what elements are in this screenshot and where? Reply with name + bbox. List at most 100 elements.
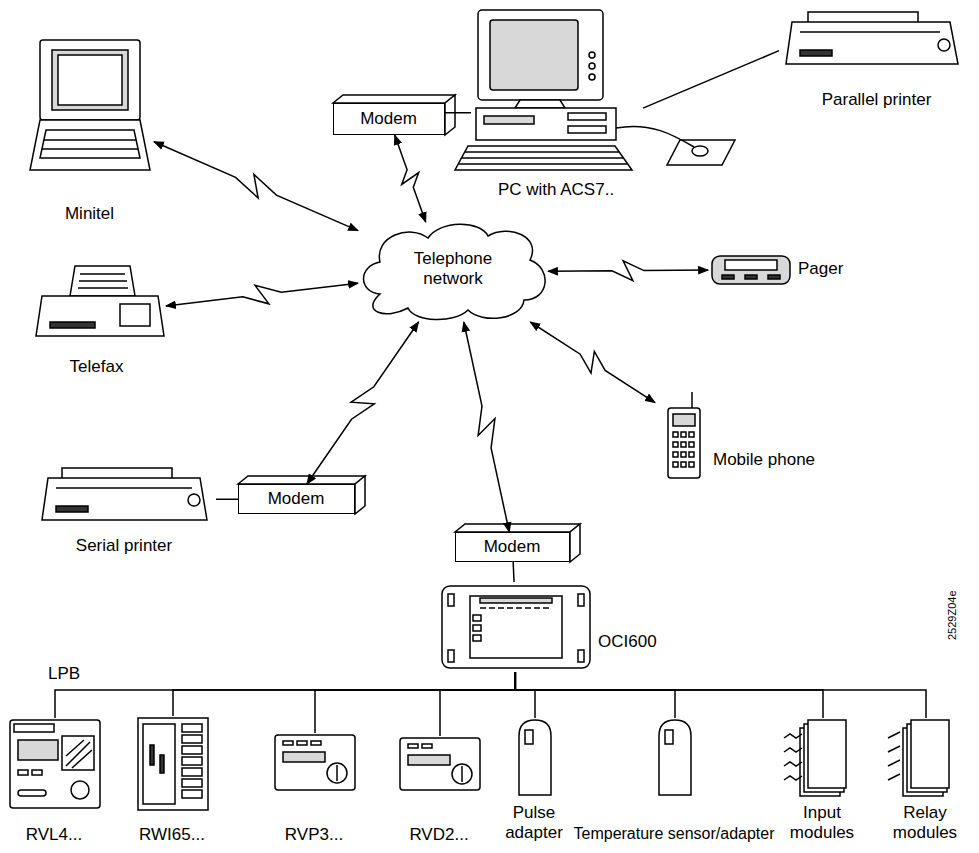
rvd2-controller (452, 764, 472, 784)
node-label: Mobile phone (713, 450, 868, 470)
telefax-icon (36, 266, 164, 336)
mobile-phone-icon (673, 432, 678, 437)
rvl4-controller (66, 740, 92, 768)
oci600-device (480, 607, 552, 609)
node-label: Parallel printer (779, 90, 974, 110)
relay-module-icon (888, 732, 900, 780)
telephone-link (154, 142, 358, 231)
rvp3-controller (297, 741, 307, 745)
mobile-phone-icon (689, 462, 694, 467)
sensor: Temperature sensor/adapter (571, 718, 779, 848)
input-module-icon (808, 720, 846, 788)
parallel-printer-icon (800, 31, 940, 33)
parallel-printer-icon (786, 22, 958, 64)
pc-icon (568, 113, 606, 120)
cable (512, 562, 514, 582)
node-label: Relay modules (883, 803, 967, 842)
rwi65-controller (182, 768, 202, 776)
parallel-printer-icon (786, 12, 958, 64)
modem-case (238, 476, 365, 484)
node-label: RVD2... (381, 825, 497, 845)
computer: PC with ACS7.. (471, 5, 643, 205)
cable (643, 51, 779, 108)
modem-box: Modem (333, 103, 445, 135)
telephone-link (307, 322, 419, 484)
node-label: OCI600 (598, 632, 682, 652)
telefax-icon (70, 266, 135, 296)
telefax-icon (78, 274, 128, 288)
node-label: Modem (239, 489, 353, 509)
pulse-adapter-icon (519, 720, 551, 795)
modem-case (333, 95, 455, 103)
rwi65-controller (182, 724, 202, 732)
modem-box: Modem (455, 532, 570, 562)
modem-case (355, 476, 365, 514)
rvl4-controller (32, 770, 42, 775)
modem-box: Modem (238, 484, 355, 514)
serial-printer-icon (56, 506, 88, 512)
rvp3-controller (327, 763, 347, 783)
telephone-link (464, 322, 509, 532)
rwi65-controller (182, 779, 202, 787)
rwi65-controller (138, 718, 208, 810)
node-label: Pulse adapter (497, 803, 571, 842)
mobile-phone-icon (689, 432, 694, 437)
rvl4-controller (14, 724, 54, 732)
bus-line (173, 672, 515, 716)
node-label: Telephone network (398, 249, 508, 288)
oci600-device (470, 596, 562, 658)
serial-printer-icon (188, 494, 200, 506)
bus-interface: OCI600 (438, 582, 684, 672)
controller: RWI65... (117, 716, 229, 848)
bus-line (515, 672, 675, 718)
bus-line (440, 672, 515, 736)
serial-printer-icon (42, 468, 207, 520)
pc-icon (490, 20, 578, 90)
node-label: Modem (456, 537, 568, 557)
pager-icon (712, 256, 790, 284)
oci600-device (448, 594, 454, 606)
cloud-outline (364, 224, 546, 319)
mobile-phone-icon (673, 442, 678, 447)
rvl4-controller (18, 740, 58, 760)
drawing-number: 2529Z04e (946, 590, 959, 640)
relay-module-icon (888, 720, 949, 796)
fax-machine: Telefax (29, 262, 166, 380)
terminal: Minitel (27, 36, 154, 231)
pc-icon (478, 10, 603, 100)
pager-icon (712, 256, 790, 284)
rvl4-controller (10, 720, 100, 808)
rvp3-controller (283, 741, 293, 745)
minitel-icon (40, 130, 140, 158)
bus-line (515, 672, 926, 718)
mobile-phone-icon (691, 392, 693, 408)
rvd2-controller (408, 755, 450, 765)
modem-case (445, 95, 455, 135)
parallel-printer-icon (938, 39, 950, 51)
pc-icon (589, 74, 595, 80)
minitel-icon (30, 40, 150, 170)
telefax-icon (120, 304, 150, 326)
node-label: Telefax (29, 357, 164, 377)
telefax-icon (50, 322, 95, 328)
controller: RVD2... (381, 736, 499, 848)
minitel-icon (42, 140, 138, 149)
node-label: Serial printer (34, 536, 214, 556)
mobile-phone-icon (668, 392, 700, 478)
network-cloud: Telephone network (358, 222, 548, 322)
oci600-device (473, 625, 481, 631)
controller: RVL4... (4, 718, 106, 848)
pc-icon (455, 146, 632, 170)
pager: Pager (708, 250, 868, 290)
pc-icon (589, 52, 595, 58)
rwi65-controller (182, 790, 202, 798)
pc-icon (459, 152, 627, 164)
node-label: Minitel (27, 204, 152, 224)
oci600-device (442, 586, 590, 668)
rvp3-controller (275, 735, 355, 790)
mobile-phone-icon (681, 452, 686, 457)
parallel-printer-icon (800, 50, 832, 56)
oci600-device (480, 598, 552, 603)
node-label: RVL4... (4, 825, 104, 845)
rvd2-controller (400, 738, 480, 790)
